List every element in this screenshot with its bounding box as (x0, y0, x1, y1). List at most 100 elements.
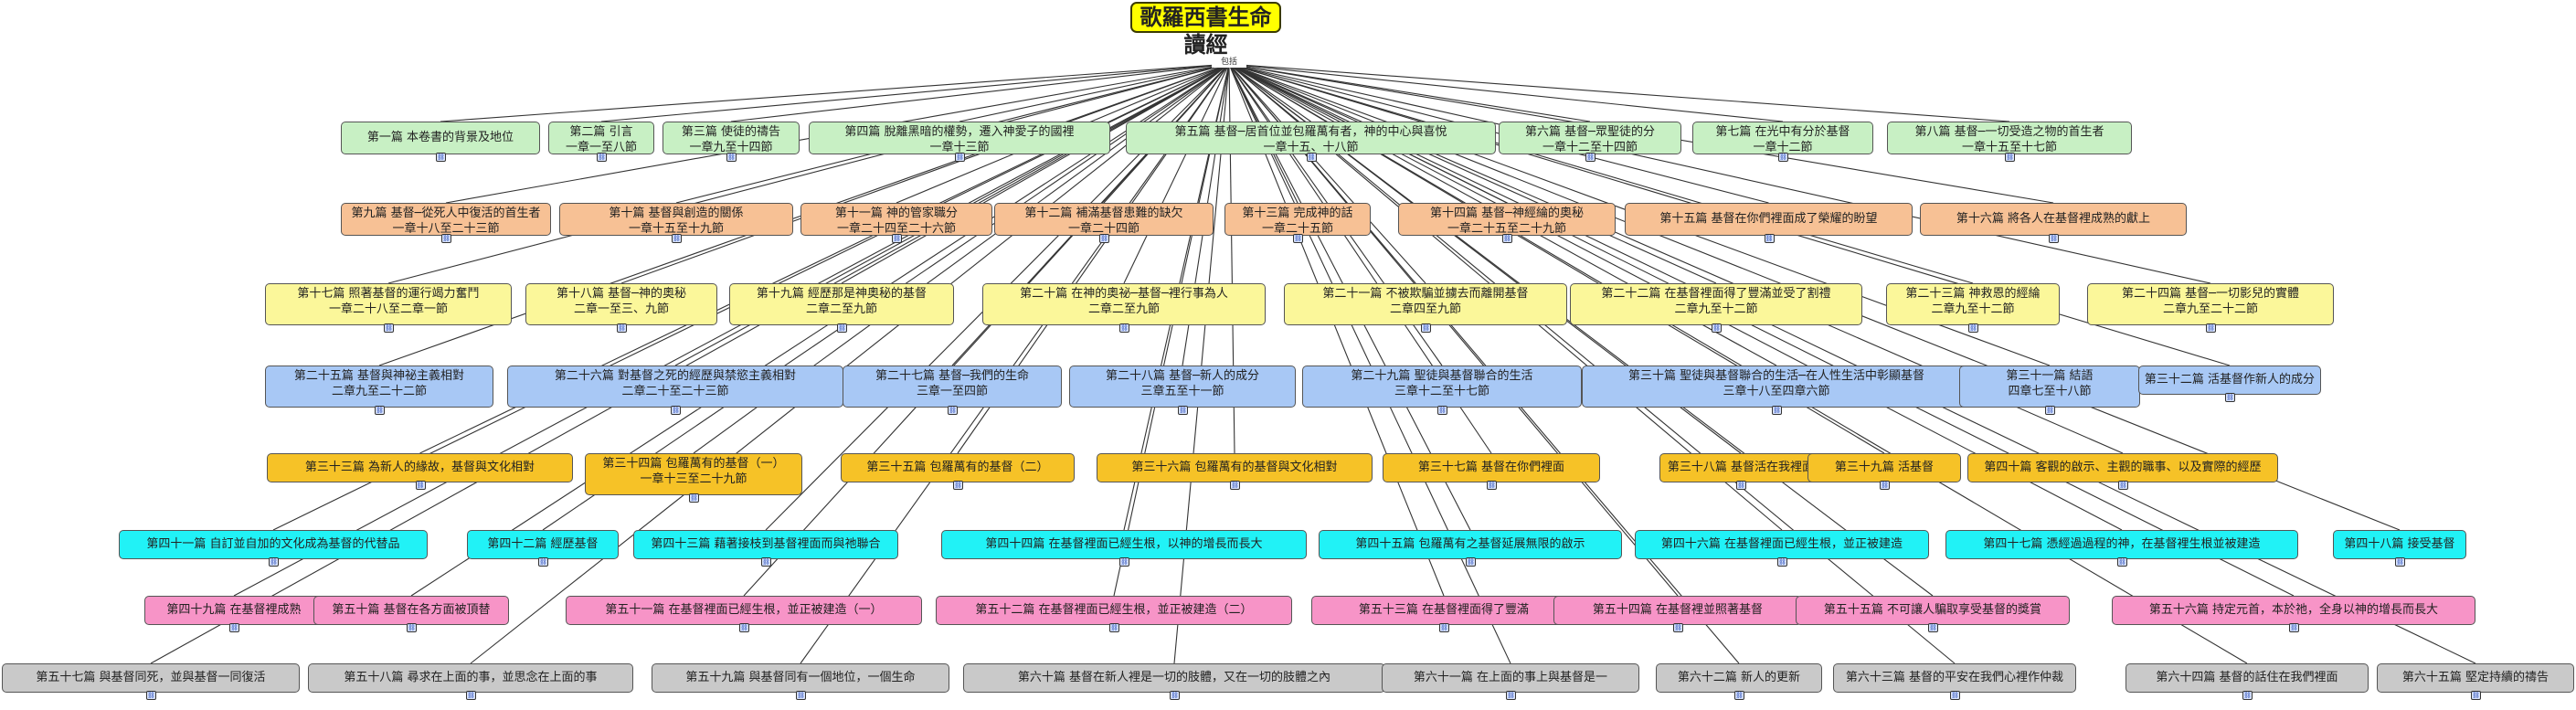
link-icon[interactable]: ⛓ (2206, 323, 2216, 333)
link-icon[interactable]: ⛓ (1119, 557, 1129, 567)
link-icon[interactable]: ⛓ (617, 323, 627, 333)
message-node[interactable]: 第五十一篇 在基督裡面已經生根，並正被建造（一） (566, 596, 922, 625)
link-icon[interactable]: ⛓ (1778, 153, 1788, 162)
link-icon[interactable]: ⛓ (1230, 481, 1240, 490)
message-node[interactable]: 第二十三篇 神救恩的經綸二章九至十二節 (1886, 283, 2060, 325)
link-icon[interactable]: ⛓ (1712, 323, 1722, 333)
link-icon[interactable]: ⛓ (466, 691, 476, 700)
link-icon[interactable]: ⛓ (229, 623, 239, 632)
link-icon[interactable]: ⛓ (837, 323, 847, 333)
message-node[interactable]: 第十四篇 基督─神經綸的奧秘一章二十五至二十九節 (1398, 203, 1616, 236)
message-node[interactable]: 第三十一篇 結語四章七至十八節 (1959, 366, 2140, 408)
link-icon[interactable]: ⛓ (672, 234, 682, 243)
message-node[interactable]: 第六十一篇 在上面的事上與基督是一 (1382, 663, 1639, 693)
link-icon[interactable]: ⛓ (441, 234, 451, 243)
link-icon[interactable]: ⛓ (384, 323, 394, 333)
message-node[interactable]: 第五十二篇 在基督裡面已經生根，並正被建造（二） (936, 596, 1292, 625)
link-icon[interactable]: ⛓ (407, 623, 417, 632)
link-icon[interactable]: ⛓ (2045, 406, 2055, 415)
message-node[interactable]: 第二十篇 在神的奧祕─基督─裡行事為人二章二至九節 (982, 283, 1266, 325)
message-node[interactable]: 第十六篇 將各人在基督裡成熟的獻上 (1920, 203, 2187, 236)
link-icon[interactable]: ⛓ (1439, 623, 1449, 632)
message-node[interactable]: 第十一篇 神的管家職分一章二十四至二十六節 (800, 203, 992, 236)
message-node[interactable]: 第六篇 基督─眾聖徒的分一章十二至十四節 (1499, 122, 1681, 154)
link-icon[interactable]: ⛓ (671, 406, 681, 415)
message-node[interactable]: 第三十九篇 活基督 (1807, 453, 1961, 482)
message-node[interactable]: 第四十五篇 包羅萬有之基督延展無限的啟示 (1319, 530, 1622, 559)
message-node[interactable]: 第四十二篇 經歷基督 (467, 530, 619, 559)
message-node[interactable]: 第四十九篇 在基督裡成熟 (144, 596, 323, 625)
link-icon[interactable]: ⛓ (955, 153, 965, 162)
message-node[interactable]: 第六十四篇 基督的話住在我們裡面 (2125, 663, 2369, 693)
link-icon[interactable]: ⛓ (1502, 234, 1512, 243)
link-icon[interactable]: ⛓ (1734, 691, 1744, 700)
link-icon[interactable]: ⛓ (1968, 323, 1978, 333)
message-node[interactable]: 第三十八篇 基督活在我裡面 (1659, 453, 1822, 482)
message-node[interactable]: 第五十篇 基督在各方面被頂替 (313, 596, 509, 625)
message-node[interactable]: 第四篇 脫離黑暗的權勢，遷入神愛子的國裡一章十三節 (809, 122, 1110, 154)
link-icon[interactable]: ⛓ (2471, 691, 2481, 700)
link-icon[interactable]: ⛓ (726, 153, 737, 162)
link-icon[interactable]: ⛓ (1736, 481, 1746, 490)
link-icon[interactable]: ⛓ (375, 406, 385, 415)
message-node[interactable]: 第六十二篇 新人的更新 (1656, 663, 1822, 693)
message-node[interactable]: 第三十二篇 活基督作新人的成分 (2138, 366, 2321, 395)
message-node[interactable]: 第十二篇 補滿基督患難的缺欠一章二十四節 (994, 203, 1214, 236)
message-node[interactable]: 第五十七篇 與基督同死，並與基督一同復活 (2, 663, 300, 693)
link-icon[interactable]: ⛓ (2005, 153, 2015, 162)
link-icon[interactable]: ⛓ (2242, 691, 2253, 700)
message-node[interactable]: 第二篇 引言一章一至八節 (548, 122, 654, 154)
link-icon[interactable]: ⛓ (1437, 406, 1447, 415)
link-icon[interactable]: ⛓ (2118, 481, 2128, 490)
message-node[interactable]: 第五十八篇 尋求在上面的事，並思念在上面的事 (308, 663, 633, 693)
link-icon[interactable]: ⛓ (1293, 234, 1303, 243)
message-node[interactable]: 第二十九篇 聖徒與基督聯合的生活三章十二至十七節 (1302, 366, 1582, 408)
link-icon[interactable]: ⛓ (2117, 557, 2127, 567)
message-node[interactable]: 第七篇 在光中有分於基督一章十二節 (1692, 122, 1873, 154)
link-icon[interactable]: ⛓ (2049, 234, 2059, 243)
link-icon[interactable]: ⛓ (739, 623, 749, 632)
message-node[interactable]: 第十三篇 完成神的話一章二十五節 (1224, 203, 1371, 236)
link-icon[interactable]: ⛓ (597, 153, 607, 162)
message-node[interactable]: 第二十五篇 基督與神祕主義相對二章九至二十二節 (265, 366, 493, 408)
link-icon[interactable]: ⛓ (948, 406, 958, 415)
message-node[interactable]: 第八篇 基督─一切受造之物的首生者一章十五至十七節 (1887, 122, 2132, 154)
message-node[interactable]: 第六十篇 基督在新人裡是一切的肢體，又在一切的肢體之內 (963, 663, 1385, 693)
message-node[interactable]: 第十篇 基督與創造的關係一章十五至十九節 (559, 203, 793, 236)
message-node[interactable]: 第六十三篇 基督的平安在我們心裡作仲裁 (1833, 663, 2076, 693)
link-icon[interactable]: ⛓ (2289, 623, 2299, 632)
link-icon[interactable]: ⛓ (269, 557, 279, 567)
message-node[interactable]: 第四十一篇 自訂並自加的文化成為基督的代替品 (119, 530, 428, 559)
link-icon[interactable]: ⛓ (415, 481, 426, 490)
link-icon[interactable]: ⛓ (1950, 691, 1960, 700)
link-icon[interactable]: ⛓ (436, 153, 446, 162)
message-node[interactable]: 第五十四篇 在基督裡並照著基督 (1553, 596, 1802, 625)
message-node[interactable]: 第三十三篇 為新人的緣故，基督與文化相對 (267, 453, 573, 482)
link-icon[interactable]: ⛓ (1506, 691, 1516, 700)
message-node[interactable]: 第三十五篇 包羅萬有的基督（二） (841, 453, 1075, 482)
message-node[interactable]: 第四十四篇 在基督裡面已經生根，以神的增長而長大 (941, 530, 1307, 559)
message-node[interactable]: 第二十六篇 對基督之死的經歷與禁慾主義相對二章二十至二十三節 (507, 366, 843, 408)
link-icon[interactable]: ⛓ (1119, 323, 1129, 333)
link-icon[interactable]: ⛓ (796, 691, 806, 700)
message-node[interactable]: 第十八篇 基督─神的奧秘二章一至三、九節 (525, 283, 717, 325)
message-node[interactable]: 第四十八篇 接受基督 (2333, 530, 2466, 559)
message-node[interactable]: 第五十三篇 在基督裡面得了豐滿 (1311, 596, 1576, 625)
message-node[interactable]: 第二十七篇 基督─我們的生命三章一至四節 (843, 366, 1062, 408)
link-icon[interactable]: ⛓ (1585, 153, 1595, 162)
link-icon[interactable]: ⛓ (1421, 323, 1431, 333)
message-node[interactable]: 第四十三篇 藉著接枝到基督裡面而與祂聯合 (633, 530, 898, 559)
message-node[interactable]: 第四十七篇 憑經過過程的神，在基督裡生根並被建造 (1945, 530, 2298, 559)
message-node[interactable]: 第四十篇 客觀的啟示、主觀的職事、以及實際的經歷 (1967, 453, 2278, 482)
link-icon[interactable]: ⛓ (1928, 623, 1938, 632)
link-icon[interactable]: ⛓ (689, 493, 699, 503)
message-node[interactable]: 第二十八篇 基督─新人的成分三章五至十一節 (1069, 366, 1296, 408)
link-icon[interactable]: ⛓ (892, 234, 902, 243)
message-node[interactable]: 第六十五篇 堅定持續的禱告 (2377, 663, 2574, 693)
link-icon[interactable]: ⛓ (1170, 691, 1180, 700)
message-node[interactable]: 第九篇 基督─從死人中復活的首生者一章十八至二十三節 (341, 203, 551, 236)
link-icon[interactable]: ⛓ (1178, 406, 1188, 415)
link-icon[interactable]: ⛓ (1764, 234, 1775, 243)
link-icon[interactable]: ⛓ (1777, 557, 1787, 567)
link-icon[interactable]: ⛓ (1466, 557, 1476, 567)
